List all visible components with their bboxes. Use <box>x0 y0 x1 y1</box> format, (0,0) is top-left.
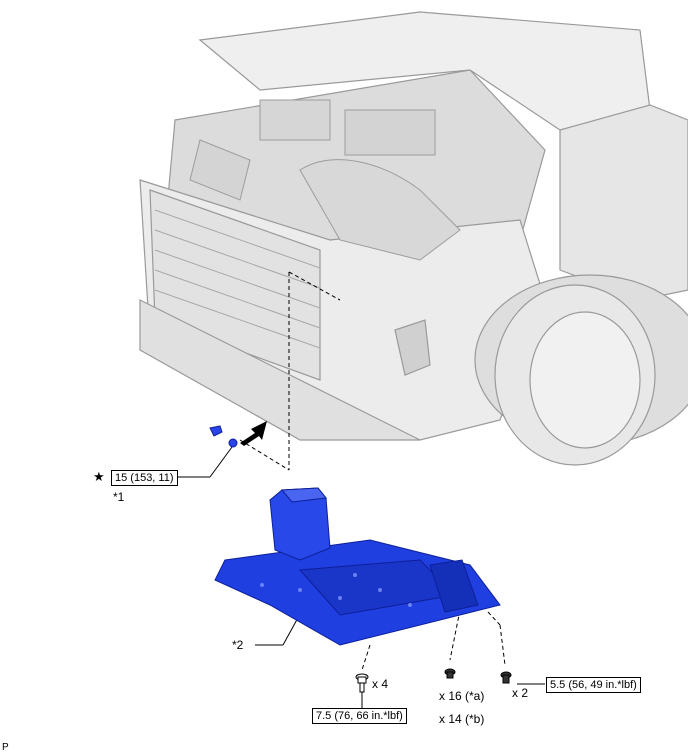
cover-tower-face <box>280 487 327 503</box>
bolt-count-side: x 2 <box>512 686 529 700</box>
fog-lamp <box>394 319 431 376</box>
screw-count-a: x 16 (*a) <box>439 689 485 703</box>
leader-lines <box>178 271 545 708</box>
bolt-icon <box>355 673 369 693</box>
clip-lower <box>228 438 238 448</box>
engine-under-cover <box>214 487 501 646</box>
clip-upper <box>209 425 223 437</box>
screw-count-b: x 14 (*b) <box>439 712 485 726</box>
part-label-2: *2 <box>232 638 244 652</box>
bolt-torque-rear: 7.5 (76, 66 in.*lbf) <box>312 708 407 724</box>
lower-bumper <box>139 299 421 441</box>
clip-torque-label: 15 (153, 11) <box>111 470 178 486</box>
tire-inner <box>529 311 641 449</box>
diagram-code: P <box>2 742 9 753</box>
body-side <box>559 104 688 301</box>
bolt-icon <box>500 671 512 684</box>
cover-holes <box>260 573 412 607</box>
grille-slats <box>154 209 321 349</box>
bolt-torque-side: 5.5 (56, 49 in.*lbf) <box>546 677 641 693</box>
bolt-count-rear: x 4 <box>372 677 389 691</box>
cover-rear-ridge <box>429 559 479 613</box>
fasteners <box>355 668 512 693</box>
arrow-icon <box>240 421 267 446</box>
engine-details <box>189 99 461 261</box>
screw-icon <box>444 668 456 679</box>
star-mark: ★ <box>93 469 105 484</box>
part-label-1: *1 <box>113 490 125 504</box>
clip-parts <box>209 425 238 448</box>
